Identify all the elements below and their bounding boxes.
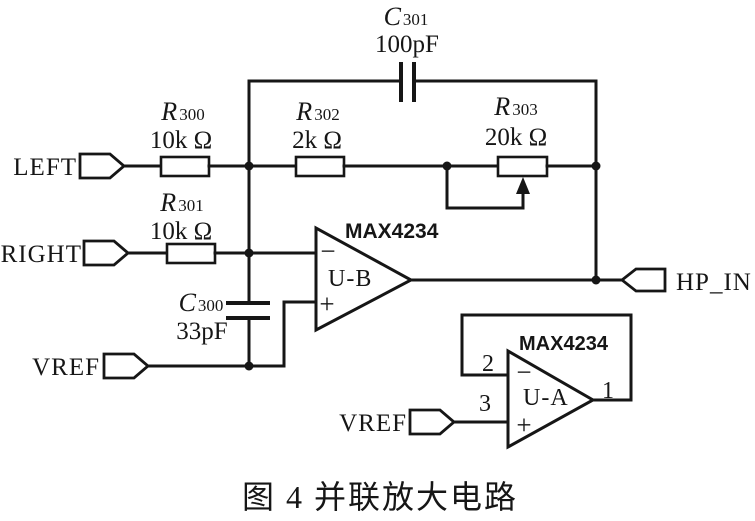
junction-dots (244, 161, 601, 371)
junction-dot (442, 161, 452, 171)
junction-dot (244, 161, 254, 171)
vref-b-port-label: VREF (32, 354, 100, 381)
figure-caption: 图 4 并联放大电路 (242, 479, 518, 515)
opamp-ub-part-label: MAX4234 (345, 220, 439, 243)
right-port-label: RIGHT (1, 241, 82, 268)
r301-value-label: 10k Ω (150, 218, 212, 245)
junction-dot (244, 361, 254, 371)
opamp-ua: MAX4234 2 3 1 − U-A + VREF (339, 313, 633, 450)
opamp-ub-name-label: U-B (328, 266, 372, 292)
left-port-connector (78, 152, 127, 180)
hp-in-port-connector (619, 267, 667, 293)
r300-value-label: 10k Ω (150, 127, 212, 154)
row-vref-ub: VREF (32, 300, 318, 381)
opamp-ua-triangle (506, 348, 597, 450)
junction-dot (591, 275, 601, 285)
resistor-r302-body (294, 155, 346, 178)
opamp-ub-triangle (314, 225, 415, 333)
left-port-label: LEFT (13, 154, 77, 181)
opamp-ua-noninverting-sign: + (516, 410, 531, 440)
r302-value-label: 2k Ω (292, 127, 342, 154)
potentiometer-r303-body (496, 155, 549, 178)
opamp-ub: MAX4234 − U-B + (314, 220, 625, 333)
resistor-r301-body (165, 242, 217, 265)
opamp-ua-inverting-sign: − (516, 357, 531, 387)
opamp-ua-part-label: MAX4234 (519, 333, 609, 355)
vref-a-port-connector (408, 408, 457, 436)
opamp-ua-pin3-label: 3 (479, 391, 491, 417)
resistor-r300-body (159, 155, 211, 178)
r303-wiper-arrow-icon (516, 177, 530, 194)
junction-dot (591, 161, 601, 171)
wire (282, 300, 318, 368)
hp-in-port-label: HP_IN (676, 269, 752, 296)
hp-in-port: HP_IN (619, 267, 752, 296)
c300-value-label: 33pF (176, 318, 227, 345)
opamp-ua-pin1-label: 1 (602, 378, 614, 404)
vref-a-port-label: VREF (339, 410, 407, 437)
vref-b-port-connector (102, 352, 151, 380)
opamp-ua-pin2-label: 2 (482, 351, 494, 377)
c301-value-label: 100pF (375, 31, 439, 58)
wire-ua-feedback-loop (460, 313, 633, 402)
junction-dot (244, 248, 254, 258)
opamp-ub-inverting-sign: − (320, 236, 335, 266)
opamp-ua-name-label: U-A (523, 385, 569, 411)
r303-value-label: 20k Ω (485, 124, 547, 151)
r303-wiper-wire (445, 164, 525, 210)
opamp-ub-noninverting-sign: + (319, 289, 334, 319)
right-port-connector (82, 239, 131, 267)
